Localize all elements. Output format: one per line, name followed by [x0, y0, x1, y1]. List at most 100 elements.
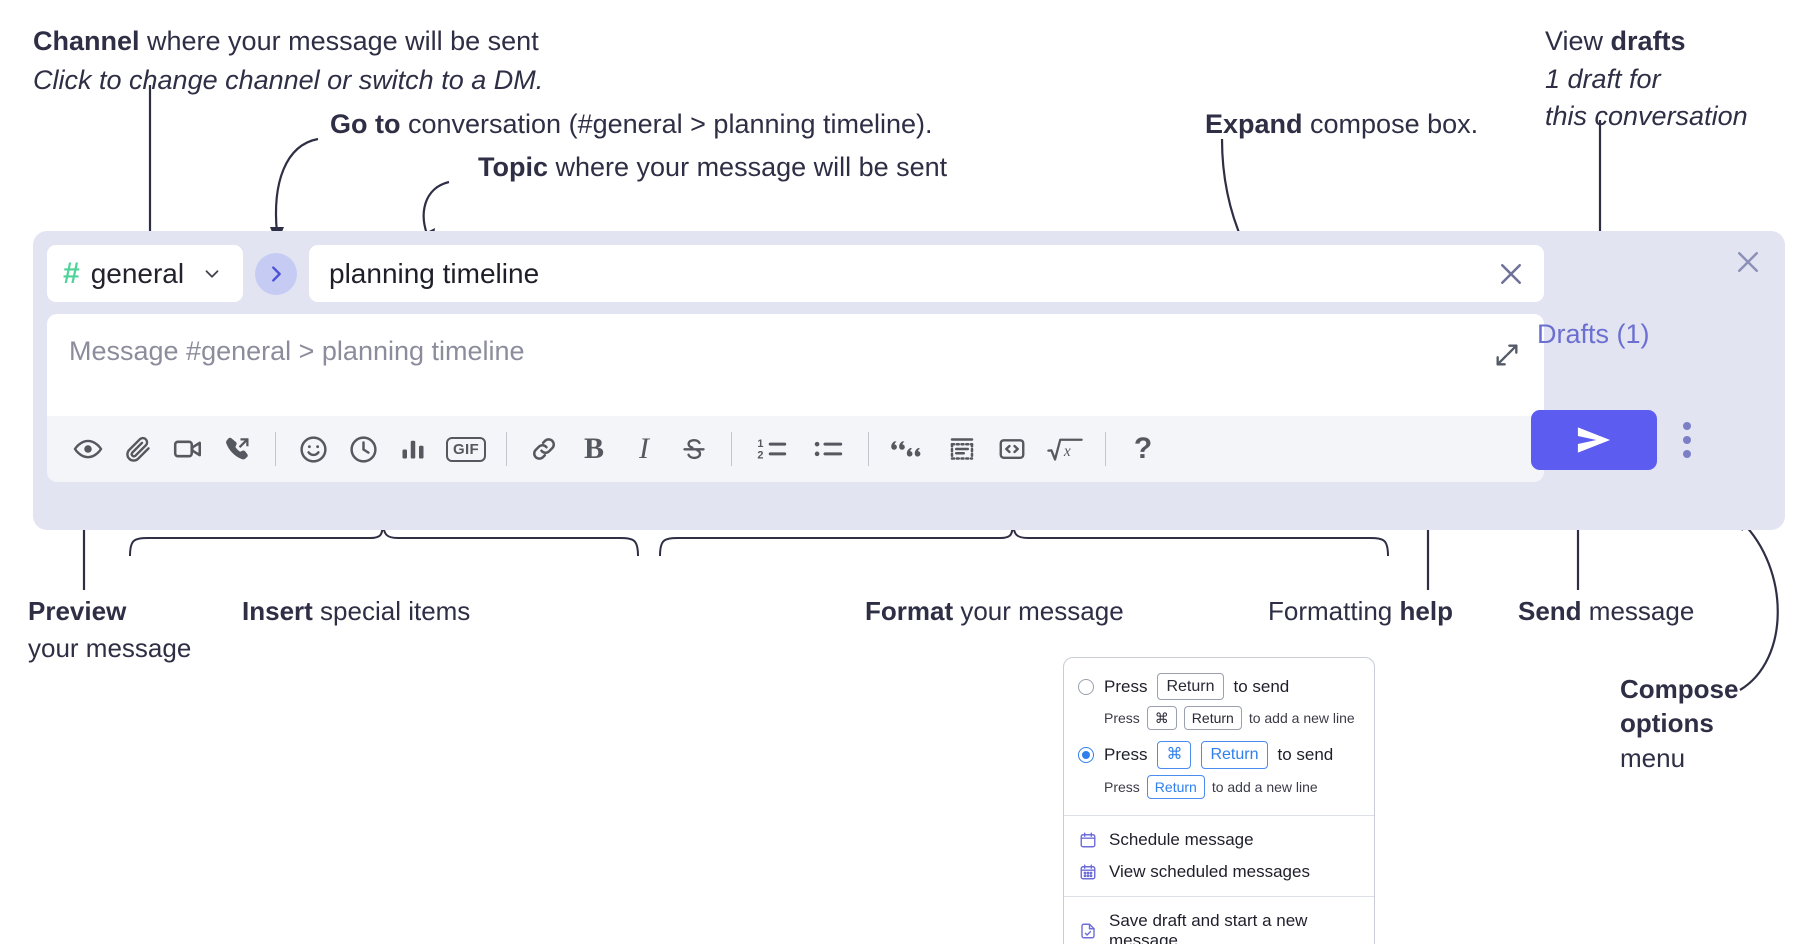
- svg-text:2: 2: [757, 450, 763, 462]
- annotation-channel-bold: Channel: [33, 26, 140, 56]
- annotation-insert-rest: special items: [312, 596, 471, 626]
- annotation-goto-rest: conversation (#general > planning timeli…: [400, 109, 933, 139]
- annotation-insert: Insert special items: [242, 595, 470, 628]
- annotation-format-bold: Format: [865, 596, 954, 626]
- menu-item-label: View scheduled messages: [1109, 861, 1310, 881]
- annotation-send-rest: message: [1581, 596, 1695, 626]
- save-draft-icon: [1078, 921, 1097, 940]
- menu-item-schedule-message[interactable]: Schedule message: [1064, 824, 1374, 856]
- menu-item-view-scheduled[interactable]: View scheduled messages: [1064, 856, 1374, 888]
- menu-item-label: Schedule message: [1109, 829, 1254, 849]
- annotation-help-bold: help: [1399, 596, 1453, 626]
- send-option-cmd-return[interactable]: Press ⌘ Return to send: [1064, 738, 1374, 771]
- radio-selected[interactable]: [1078, 747, 1094, 764]
- clock-icon[interactable]: [338, 424, 388, 474]
- emoji-icon[interactable]: [288, 424, 338, 474]
- annotation-channel: Channel where your message will be sent …: [33, 24, 543, 97]
- gif-icon[interactable]: GIF: [438, 424, 494, 474]
- kebab-dot: [1683, 450, 1691, 458]
- annotation-preview-rest: your message: [28, 633, 192, 664]
- inline-code-icon[interactable]: [987, 424, 1037, 474]
- video-icon[interactable]: [163, 424, 213, 474]
- annotation-drafts: View drafts 1 draft for this conversatio…: [1545, 24, 1748, 134]
- expand-icon[interactable]: [1490, 338, 1524, 372]
- compose-options-menu-button[interactable]: [1673, 410, 1701, 470]
- close-icon[interactable]: [1731, 245, 1765, 279]
- channel-selector[interactable]: # general: [47, 245, 243, 302]
- formatting-toolbar: GIF B I 1 2: [47, 416, 1544, 482]
- strikethrough-icon[interactable]: [669, 424, 719, 474]
- annotation-drafts-italic1: 1 draft for: [1545, 63, 1661, 94]
- goto-conversation-button[interactable]: [255, 252, 297, 295]
- annotation-compose-options: Compose options menu: [1620, 672, 1738, 775]
- blockquote-icon[interactable]: [881, 424, 937, 474]
- annotation-help: Formatting help: [1268, 595, 1453, 628]
- message-input[interactable]: Message #general > planning timeline: [47, 314, 1544, 416]
- link-icon[interactable]: [519, 424, 569, 474]
- annotation-preview: Preview your message: [28, 595, 191, 666]
- annotation-compose-options-bold1: Compose: [1620, 674, 1739, 704]
- key-command: ⌘: [1157, 741, 1192, 769]
- calendar-grid-icon: [1078, 862, 1097, 881]
- gif-label: GIF: [446, 436, 486, 462]
- message-placeholder: Message #general > planning timeline: [69, 336, 525, 366]
- code-block-icon[interactable]: [937, 424, 987, 474]
- annotation-format-rest: your message: [953, 596, 1124, 626]
- option2-post: to send: [1277, 745, 1334, 765]
- annotation-expand: Expand compose box.: [1205, 107, 1478, 142]
- annotation-expand-rest: compose box.: [1302, 109, 1479, 139]
- attachment-icon[interactable]: [113, 424, 163, 474]
- menu-divider: [1064, 814, 1374, 816]
- menu-item-save-draft[interactable]: Save draft and start a new message: [1064, 905, 1374, 944]
- annotation-channel-rest: where your message will be sent: [139, 26, 539, 56]
- drafts-link[interactable]: Drafts (1): [1537, 319, 1650, 349]
- annotation-goto: Go to conversation (#general > planning …: [330, 107, 933, 142]
- bullet-list-icon[interactable]: [800, 424, 856, 474]
- help-icon[interactable]: ?: [1133, 432, 1153, 465]
- toolbar-divider: [1105, 432, 1106, 466]
- send-option-cmd-return-sub: Press Return to add a new line: [1064, 772, 1374, 807]
- clear-topic-icon[interactable]: [1492, 255, 1530, 293]
- ordered-list-icon[interactable]: 1 2: [744, 424, 800, 474]
- option1-sub-pre: Press: [1104, 710, 1140, 727]
- annotation-send: Send message: [1518, 595, 1694, 628]
- key-return: Return: [1201, 741, 1268, 769]
- bold-icon[interactable]: B: [583, 432, 604, 465]
- chevron-down-icon: [201, 263, 223, 285]
- annotation-drafts-rest: View: [1545, 26, 1611, 56]
- annotation-help-rest: Formatting: [1268, 596, 1400, 626]
- send-row: [1531, 410, 1701, 470]
- italic-icon[interactable]: I: [639, 432, 649, 465]
- annotation-expand-bold: Expand: [1205, 109, 1303, 139]
- annotation-channel-italic: Click to change channel or switch to a D…: [33, 64, 544, 95]
- radio-unselected[interactable]: [1078, 678, 1094, 695]
- toolbar-divider: [731, 432, 732, 466]
- annotation-send-bold: Send: [1518, 596, 1582, 626]
- channel-name: general: [90, 257, 185, 289]
- annotation-preview-bold: Preview: [28, 596, 127, 626]
- send-option-return[interactable]: Press Return to send: [1064, 670, 1374, 703]
- annotation-topic-rest: where your message will be sent: [548, 152, 948, 182]
- compose-options-menu: Press Return to send Press ⌘ Return to a…: [1063, 657, 1375, 944]
- annotation-drafts-italic2: this conversation: [1545, 101, 1748, 132]
- annotation-compose-options-bold2: options: [1620, 708, 1714, 739]
- option1-post: to send: [1233, 676, 1290, 696]
- compose-main-column: # general planning timeline M: [47, 245, 1544, 482]
- topic-input[interactable]: planning timeline: [309, 245, 1544, 302]
- compose-header-row: # general planning timeline: [47, 245, 1544, 302]
- hash-icon: #: [63, 256, 80, 290]
- preview-icon[interactable]: [63, 424, 113, 474]
- key-return: Return: [1146, 774, 1205, 799]
- huddle-icon[interactable]: [213, 424, 263, 474]
- send-button[interactable]: [1531, 410, 1657, 470]
- math-icon[interactable]: x: [1037, 424, 1093, 474]
- menu-divider: [1064, 895, 1374, 897]
- option2-sub-pre: Press: [1104, 778, 1140, 795]
- option1-sub-post: to add a new line: [1248, 710, 1355, 727]
- annotation-insert-bold: Insert: [242, 596, 313, 626]
- poll-icon[interactable]: [388, 424, 438, 474]
- annotation-compose-options-rest: menu: [1620, 742, 1686, 773]
- svg-text:1: 1: [757, 438, 763, 450]
- kebab-dot: [1683, 422, 1691, 430]
